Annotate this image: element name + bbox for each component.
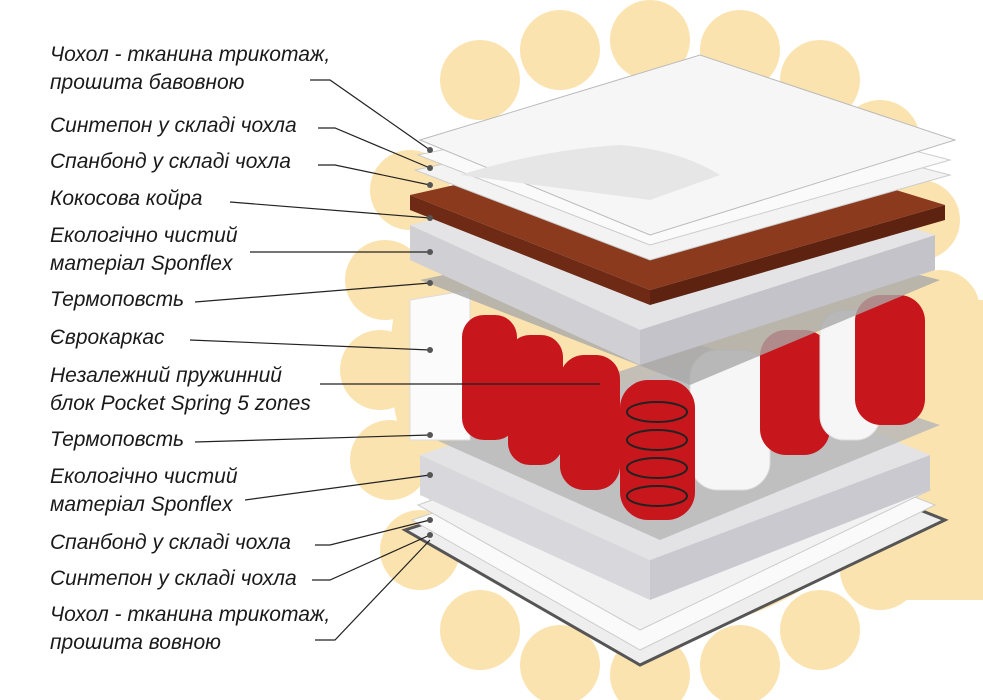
euro-frame-foam — [409, 289, 471, 441]
leader-lines — [189, 79, 600, 641]
label-top-sponflex: Екологічно чистий матеріал Sponflex — [50, 222, 238, 278]
label-bottom-thermofelt: Термоповсть — [50, 428, 185, 451]
pocket-spring-block — [462, 295, 925, 520]
label-text: блок Pocket Spring 5 zones — [50, 392, 311, 415]
label-top-sintepon: Синтепон у складі чохла — [50, 114, 297, 137]
label-text: Чохол - тканина трикотаж, — [50, 43, 331, 66]
leader-dots — [427, 147, 433, 538]
label-text: матеріал Sponflex — [50, 493, 233, 516]
label-top-thermofelt: Термоповсть — [50, 288, 185, 311]
label-text: прошита бавовною — [50, 71, 245, 94]
label-coconut-coir: Кокосова койра — [50, 187, 203, 210]
label-text: прошита вовною — [50, 631, 221, 654]
label-bottom-cover: Чохол - тканина трикотаж, прошита вовною — [50, 601, 330, 657]
label-text: Екологічно чистий — [50, 224, 238, 247]
label-top-cover: Чохол - тканина трикотаж, прошита бавовно… — [50, 41, 330, 97]
label-top-spunbond: Спанбонд у складі чохла — [50, 150, 291, 173]
label-text: Екологічно чистий — [50, 465, 238, 488]
label-bottom-sintepon: Синтепон у складі чохла — [50, 567, 297, 590]
label-bottom-sponflex: Екологічно чистий матеріал Sponflex — [50, 463, 238, 519]
label-text: Чохол - тканина трикотаж, — [50, 603, 331, 626]
label-pocket-spring: Незалежний пружинний блок Pocket Spring 5… — [50, 362, 311, 418]
upper-layers — [410, 54, 957, 385]
label-euro-frame: Єврокаркас — [50, 326, 165, 349]
label-bottom-spunbond: Спанбонд у складі чохла — [50, 531, 291, 554]
label-text: Незалежний пружинний — [50, 364, 282, 387]
label-text: матеріал Sponflex — [50, 252, 233, 275]
